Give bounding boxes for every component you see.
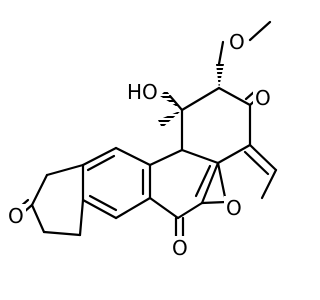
stereo-bonds (158, 64, 224, 128)
bond-c5-c4a (200, 161, 220, 205)
bond-c-o-furan (260, 168, 278, 200)
bond-cp-5 (30, 203, 46, 234)
methoxy-oxygen-label: O (229, 30, 245, 54)
chemical-structure-diagram: HO O O O O O (6, 20, 278, 260)
bond-cp-2 (30, 173, 49, 207)
ketone-oxygen-left-label: O (8, 204, 24, 228)
bond-ar-5 (114, 196, 152, 220)
hashed-bond-hydroxyl (160, 90, 182, 110)
bond-c4-c-double (243, 150, 270, 176)
bond-cp-3 (78, 198, 85, 237)
bond-ar-2 (81, 146, 118, 167)
ketone-oxygen-bottom-label: O (172, 236, 188, 260)
bond-furan-c5 (200, 200, 228, 205)
bond-methyl-o (248, 20, 272, 42)
bond-o-c-furan (216, 161, 228, 204)
bond-cp-1 (45, 163, 85, 177)
bond-c6a-c6 (148, 196, 180, 220)
furan-oxygen-label: O (226, 196, 242, 220)
bond-ar-2-double (86, 154, 116, 172)
bond-ar-4-double (88, 194, 118, 212)
hydroxyl-label: HO (127, 80, 158, 104)
bond-c2-c3 (217, 86, 252, 107)
bond-c6-c5 (176, 201, 204, 220)
atom-labels: HO O O O O O (6, 30, 273, 260)
bond-c4-c4a (216, 143, 252, 165)
bond-c5-c4a-double (194, 164, 212, 198)
ketone-oxygen-right-label: O (255, 86, 271, 110)
bond-ar-1 (114, 146, 152, 167)
hashed-bond-methyl (158, 110, 182, 128)
bond-ar-4 (81, 198, 118, 220)
hashed-bond-methoxy (216, 64, 224, 88)
bond-c4-c (248, 143, 278, 172)
bond-c1-c2 (180, 86, 221, 112)
bond-c10-c10a (148, 148, 184, 167)
bond-c10-c4a (180, 148, 220, 165)
bond-cp-4 (42, 230, 82, 237)
bond-c3-o-double (244, 90, 256, 101)
bond-o-c2 (217, 40, 225, 66)
